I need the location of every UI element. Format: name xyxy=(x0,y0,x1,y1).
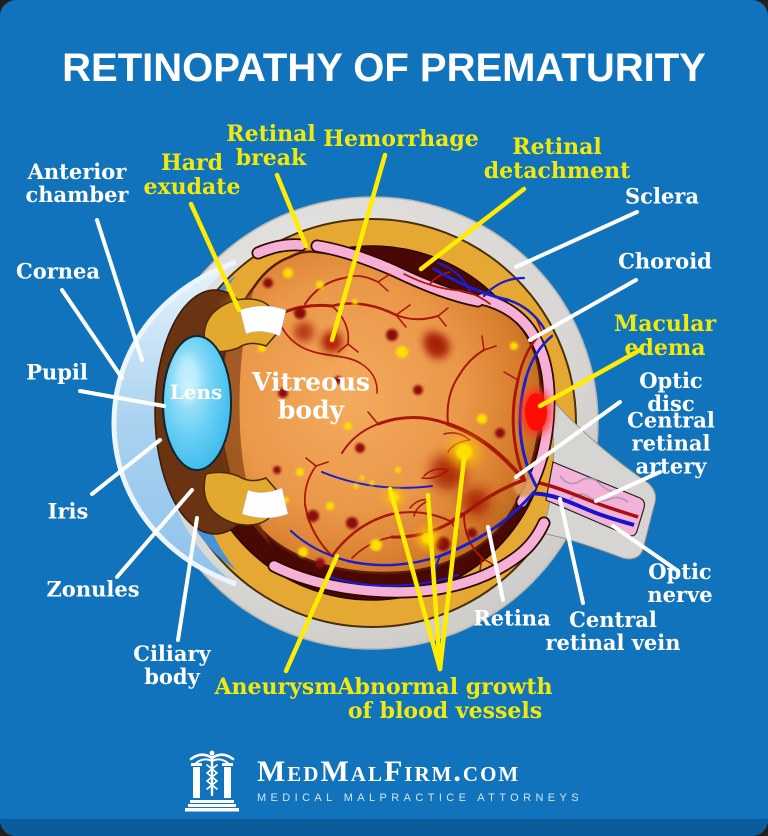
label-hemorrhage: Hemorrhage xyxy=(323,125,479,152)
label-central-retinal-vein: Central retinal vein xyxy=(545,606,681,655)
leader-anterior-chamber xyxy=(95,218,144,362)
leader-hard-exudate xyxy=(188,201,242,313)
leader-ciliary-body xyxy=(176,516,199,642)
macular-edema-spot xyxy=(520,388,552,436)
leader-choroid xyxy=(528,278,638,342)
label-lens: Lens xyxy=(169,380,223,404)
footer: MedMalFirm.com MEDICAL MALPRACTICE ATTOR… xyxy=(0,748,768,812)
yellow-leader-lines xyxy=(188,152,643,674)
leader-zonules xyxy=(115,488,194,579)
cornea-rim xyxy=(111,259,237,587)
medmalfirm-logo-icon xyxy=(184,750,239,812)
footer-accent-bar xyxy=(0,819,768,836)
white-leader-lines xyxy=(60,210,680,642)
leader-aneurysm xyxy=(283,553,340,674)
label-anterior-chamber: Anterior chamber xyxy=(25,158,129,207)
label-ciliary-body: Ciliary body xyxy=(133,640,211,689)
label-optic-nerve: Optic nerve xyxy=(647,558,713,607)
label-abnormal-growth: Abnormal growth of blood vessels xyxy=(337,673,553,724)
footer-brand-block: MedMalFirm.com MEDICAL MALPRACTICE ATTOR… xyxy=(257,756,583,804)
leader-abnormal-growth-3 xyxy=(437,456,467,672)
leader-optic-disc xyxy=(514,400,622,479)
label-optic-disc: Optic disc xyxy=(639,367,703,416)
zonules-shape xyxy=(239,305,289,519)
leader-pupil xyxy=(78,389,166,408)
leader-retina xyxy=(486,525,505,602)
eyeball xyxy=(111,196,657,650)
leader-sclera xyxy=(514,210,639,269)
label-sclera: Sclera xyxy=(625,183,699,209)
leader-iris xyxy=(90,438,162,496)
leader-macular-edema xyxy=(537,347,643,409)
footer-tagline: MEDICAL MALPRACTICE ATTORNEYS xyxy=(256,791,584,804)
leader-abnormal-growth-1 xyxy=(387,486,443,672)
leader-central-retinal-artery xyxy=(594,470,662,503)
label-retinal-detachment: Retinal detachment xyxy=(483,133,631,184)
label-choroid: Choroid xyxy=(618,248,712,274)
label-pupil: Pupil xyxy=(26,359,88,385)
leader-central-retinal-vein xyxy=(558,497,585,605)
label-vitreous-body: Vitreous body xyxy=(251,367,371,424)
detached-retina-band xyxy=(253,240,306,258)
label-central-retinal-artery: Central retinal artery xyxy=(627,407,715,479)
label-aneurysm: Aneurysm xyxy=(214,673,338,700)
leader-optic-nerve xyxy=(611,524,680,573)
cornea-shape xyxy=(114,262,236,584)
label-cornea: Cornea xyxy=(15,258,101,284)
leader-hemorrhage xyxy=(329,152,388,343)
leader-abnormal-growth-2 xyxy=(425,492,443,672)
label-hard-exudate: Hard exudate xyxy=(143,149,241,200)
label-retinal-break: Retinal break xyxy=(226,120,316,171)
lens-highlight xyxy=(176,354,200,402)
label-zonules: Zonules xyxy=(46,576,140,602)
label-iris: Iris xyxy=(47,498,89,524)
leader-retinal-break xyxy=(274,172,309,249)
leader-retinal-detachment xyxy=(418,186,527,272)
central-retinal-vein-shape xyxy=(521,491,635,527)
footer-brand: MedMalFirm.com xyxy=(256,755,521,789)
label-retina: Retina xyxy=(473,605,551,631)
label-macular-edema: Macular edema xyxy=(613,310,717,361)
leader-cornea xyxy=(60,288,124,380)
page-title: RETINOPATHY OF PREMATURITY xyxy=(62,46,706,90)
